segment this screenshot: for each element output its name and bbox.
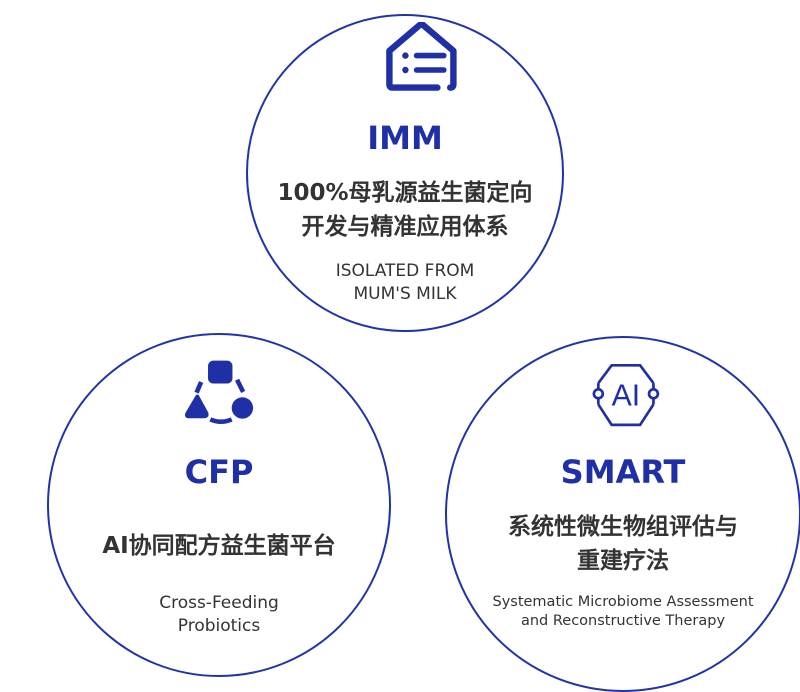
card-title: SMART xyxy=(560,453,686,491)
card-zh-line: 开发与精准应用体系 xyxy=(301,214,509,240)
card-en-line: Cross-Feeding xyxy=(159,593,279,613)
ai-chip-icon: AI xyxy=(592,364,660,427)
house-list-icon xyxy=(386,22,457,91)
card-en-line: and Reconstructive Therapy xyxy=(520,613,726,629)
card-en-line: MUM'S MILK xyxy=(353,284,457,304)
card-imm: IMM 100%母乳源益生菌定向 开发与精准应用体系 ISOLATED FROM… xyxy=(246,14,564,332)
card-zh-line: 重建疗法 xyxy=(577,548,669,574)
cycle-shapes-icon xyxy=(184,360,254,425)
card-zh-line: 100%母乳源益生菌定向 xyxy=(277,180,533,206)
card-en-line: Systematic Microbiome Assessment xyxy=(492,594,754,610)
card-smart: AI SMART 系统性微生物组评估与 重建疗法 Systematic Micr… xyxy=(445,336,800,692)
card-title: IMM xyxy=(367,119,443,157)
svg-text:AI: AI xyxy=(612,379,641,412)
card-cfp: CFP AI协同配方益生菌平台 Cross-Feeding Probiotics xyxy=(47,333,391,677)
card-zh-line: AI协同配方益生菌平台 xyxy=(102,533,336,559)
card-en-line: Probiotics xyxy=(177,616,261,636)
card-en-line: ISOLATED FROM xyxy=(335,261,475,281)
card-zh-line: 系统性微生物组评估与 xyxy=(508,514,738,540)
card-title: CFP xyxy=(184,453,254,491)
